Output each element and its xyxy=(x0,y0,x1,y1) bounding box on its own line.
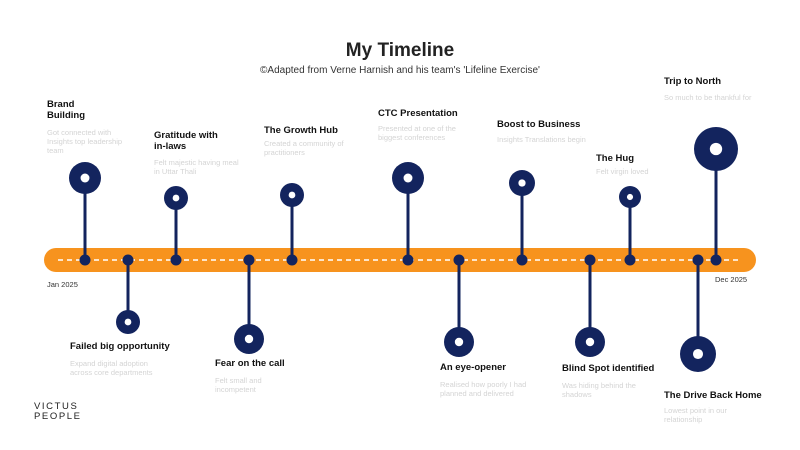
event-11-marker xyxy=(680,254,716,372)
event-2-bubble-center xyxy=(124,318,132,326)
event-10-axis-dot xyxy=(624,254,636,266)
event-8-bubble-center xyxy=(518,179,526,187)
event-3-axis-dot xyxy=(170,254,182,266)
event-4-title: Fear on the call xyxy=(215,358,285,369)
event-6-marker xyxy=(392,162,424,266)
end-date-label: Dec 2025 xyxy=(715,275,748,284)
event-11-bubble-center xyxy=(692,348,704,360)
event-2-title: Failed big opportunity xyxy=(70,341,170,352)
event-10-marker xyxy=(619,186,641,266)
event-3-desc: Felt majestic having meal in Uttar Thali xyxy=(154,158,239,176)
event-8-axis-dot xyxy=(516,254,528,266)
event-11-desc: Lowest point in our relationship xyxy=(664,406,727,424)
event-12-desc: So much to be thankful for xyxy=(664,93,752,102)
event-6-desc: Presented at one of the biggest conferen… xyxy=(378,124,456,142)
event-6-axis-dot xyxy=(402,254,414,266)
event-7-desc: Realised how poorly I had planned and de… xyxy=(440,380,527,398)
event-1-axis-dot xyxy=(79,254,91,266)
event-7-bubble-center xyxy=(454,337,464,347)
event-3-title: Gratitude with in-laws xyxy=(154,130,218,152)
event-12-axis-dot xyxy=(710,254,722,266)
event-7-axis-dot xyxy=(453,254,465,266)
page-title: My Timeline xyxy=(345,40,455,61)
event-9-bubble-center xyxy=(585,337,595,347)
event-2-marker xyxy=(116,254,140,334)
event-1-bubble-center xyxy=(80,173,90,183)
event-8-marker xyxy=(509,170,535,266)
event-1-desc: Got connected with Insights top leadersh… xyxy=(47,128,123,155)
event-5-axis-dot xyxy=(286,254,298,266)
event-4-marker xyxy=(234,254,264,354)
event-10-title: The Hug xyxy=(596,153,634,164)
event-5-marker xyxy=(280,183,304,266)
event-12-title: Trip to North xyxy=(664,76,721,87)
event-4-axis-dot xyxy=(243,254,255,266)
event-6-title: CTC Presentation xyxy=(378,108,458,119)
event-2-axis-dot xyxy=(122,254,134,266)
event-5-desc: Created a community of practitioners xyxy=(264,139,344,157)
event-9-desc: Was hiding behind the shadows xyxy=(562,381,636,399)
event-8-desc: Insights Translations begin xyxy=(497,135,586,144)
event-8-title: Boost to Business xyxy=(497,119,581,130)
event-3-marker xyxy=(164,186,188,266)
event-2-desc: Expand digital adoption across core depa… xyxy=(70,359,153,377)
event-3-bubble-center xyxy=(172,194,180,202)
event-4-desc: Felt small and incompetent xyxy=(215,376,262,394)
event-1-title: Brand Building xyxy=(47,99,85,121)
event-9-axis-dot xyxy=(584,254,596,266)
event-11-title: The Drive Back Home xyxy=(664,390,762,401)
victus-people-logo: VICTUS PEOPLE xyxy=(34,401,82,422)
event-7-title: An eye-opener xyxy=(440,362,506,373)
event-1-marker xyxy=(69,162,101,266)
event-10-bubble-center xyxy=(626,193,634,201)
event-7-marker xyxy=(444,254,474,357)
start-date-label: Jan 2025 xyxy=(47,280,78,289)
event-4-bubble-center xyxy=(244,334,254,344)
event-10-desc: Felt virgin loved xyxy=(596,167,649,176)
event-5-bubble-center xyxy=(288,191,296,199)
event-11-axis-dot xyxy=(692,254,704,266)
event-12-marker xyxy=(694,127,738,266)
event-12-bubble-center xyxy=(709,142,723,156)
event-9-title: Blind Spot identified xyxy=(562,363,655,374)
page-subtitle: ©Adapted from Verne Harnish and his team… xyxy=(260,65,540,76)
event-6-bubble-center xyxy=(403,173,413,183)
event-9-marker xyxy=(575,254,605,357)
event-5-title: The Growth Hub xyxy=(264,125,338,136)
